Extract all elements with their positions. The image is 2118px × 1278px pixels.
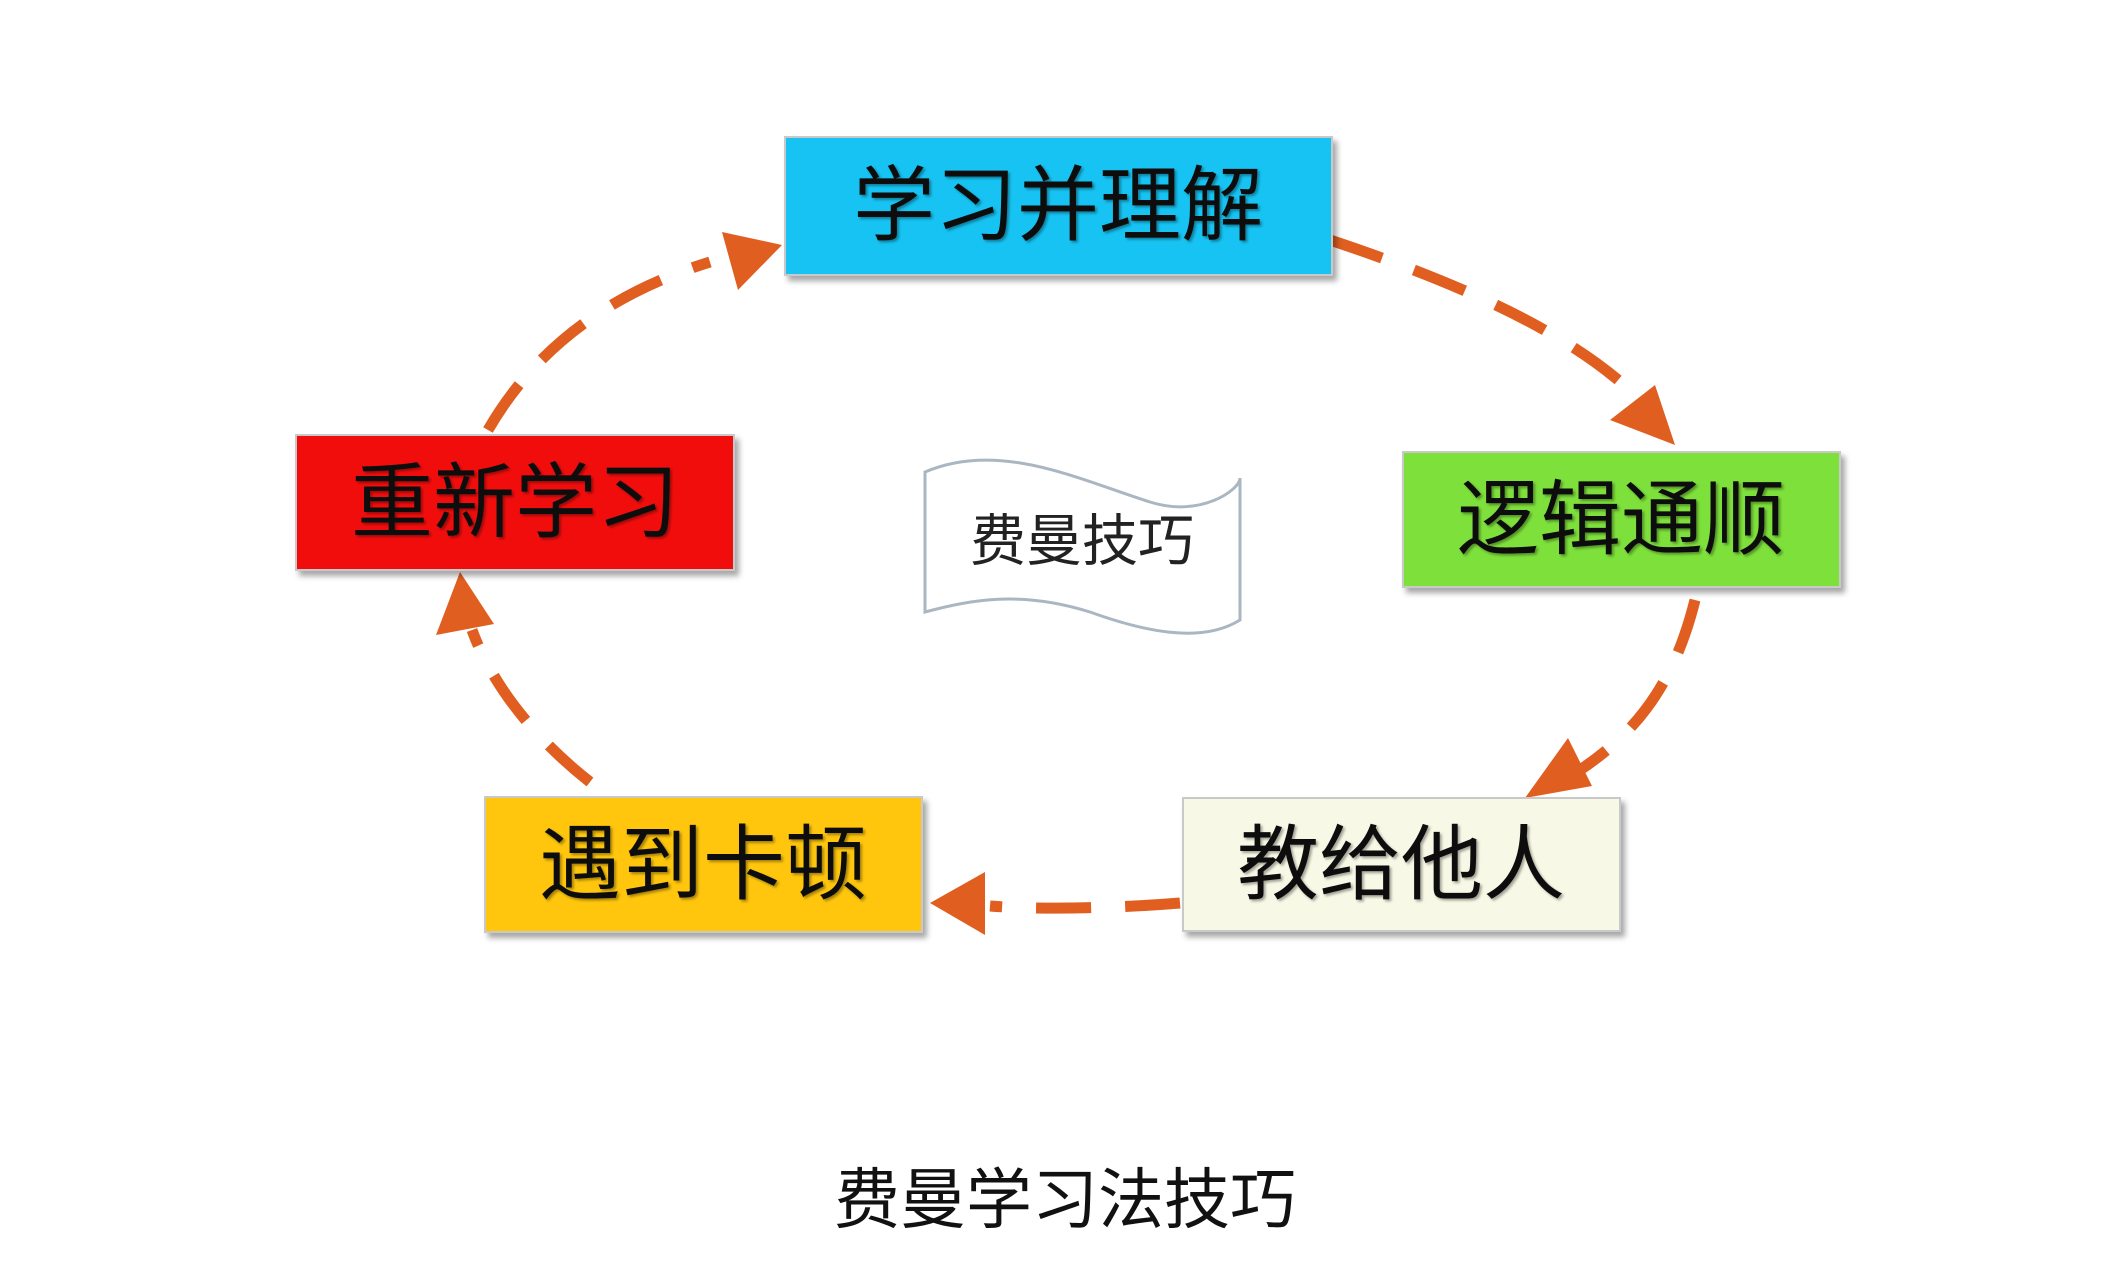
arrow-head-learn	[722, 232, 782, 290]
arrow-head-logic	[1610, 385, 1675, 445]
step-label-relearn: 重新学习	[351, 456, 679, 551]
diagram-caption: 费曼学习法技巧	[834, 1162, 1296, 1239]
step-label-learn-understand: 学习并理解	[853, 159, 1263, 254]
step-box-learn-understand	[784, 136, 1333, 276]
center-label: 费曼技巧	[970, 510, 1194, 575]
step-box-relearn	[295, 434, 735, 571]
arrow-relearn-to-learn	[483, 256, 712, 433]
arrow-logic-to-teach	[1576, 598, 1701, 775]
step-logical-coherence: 逻辑通顺	[1402, 451, 1841, 588]
step-learn-understand: 学习并理解	[784, 136, 1333, 276]
step-label-logical-coherence: 逻辑通顺	[1457, 473, 1785, 568]
step-relearn: 重新学习	[295, 434, 735, 571]
ribbon-shape-icon	[923, 458, 1242, 635]
center-ribbon: 费曼技巧	[923, 458, 1242, 635]
arrow-head-relearn	[436, 572, 494, 635]
step-label-get-stuck: 遇到卡顿	[539, 818, 867, 913]
arrow-learn-to-logic	[1328, 234, 1644, 404]
step-box-teach-others	[1182, 797, 1621, 932]
arrow-head-stuck	[930, 872, 985, 935]
step-box-logical-coherence	[1402, 451, 1841, 588]
step-teach-others: 教给他人	[1182, 797, 1621, 932]
arrow-head-teach	[1525, 738, 1592, 798]
step-box-get-stuck	[484, 796, 923, 933]
step-label-teach-others: 教给他人	[1237, 818, 1565, 913]
cycle-arrows	[436, 232, 1701, 935]
step-get-stuck: 遇到卡顿	[484, 796, 923, 933]
arrow-stuck-to-relearn	[466, 628, 594, 787]
arrow-teach-to-stuck	[989, 897, 1181, 914]
